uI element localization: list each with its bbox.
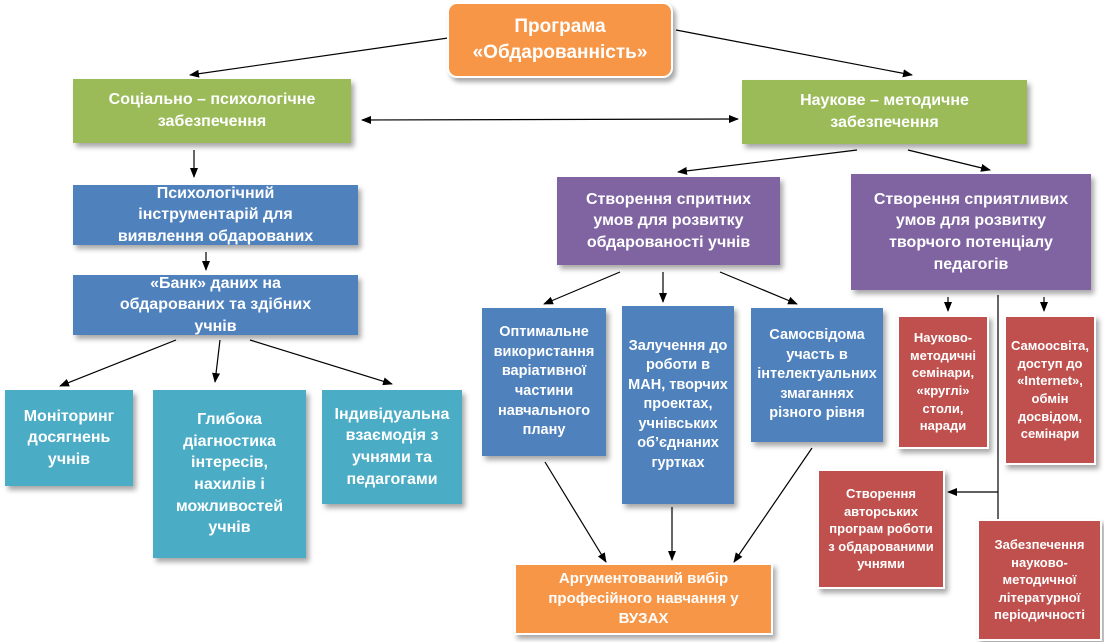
psy-tools-box: Психологічний інструментарій для виявлен… (73, 185, 358, 245)
program-title-box: Програма «Обдарованність» (447, 2, 673, 78)
individual-label: Індивідуальна взаємодія з учнями та педа… (334, 405, 450, 488)
scientific-support-label: Наукове – методичне забезпечення (800, 92, 969, 131)
arrow-social-scientific (361, 115, 739, 124)
data-bank-label: «Банк» даних на обдарованих та здібних у… (119, 275, 312, 335)
monitoring-box: Моніторинг досягнень учнів (5, 390, 133, 486)
author-programs-box: Створення авторських програм роботи з об… (817, 469, 945, 589)
arrow-students-optimal (543, 271, 621, 305)
student-conditions-label: Створення спритних умов для розвитку обд… (586, 190, 751, 251)
man-involvement-box: Залучення до роботи в МАН, творчих проек… (622, 306, 734, 504)
competitions-label: Самосвідома участь в інтелектуальних зма… (757, 327, 877, 422)
self-education-box: Самоосвіта, доступ до «Internet», обмін … (1004, 315, 1096, 465)
social-support-label: Соціально – психологічне забезпечення (108, 91, 316, 130)
literature-box: Забезпечення науково-методичної літерату… (977, 519, 1102, 641)
career-choice-box: Аргументований вибір професійного навчан… (514, 563, 773, 635)
scientific-support-box: Наукове – методичне забезпечення (742, 80, 1027, 144)
arrow-databank-individual (249, 339, 393, 386)
self-education-label: Самоосвіта, доступ до «Internet», обмін … (1011, 338, 1089, 442)
diagnostics-box: Глибока діагностика інтересів, нахилів і… (153, 390, 306, 558)
program-title: Програма «Обдарованність» (472, 16, 648, 63)
author-programs-label: Створення авторських програм роботи з об… (828, 486, 934, 572)
career-choice-label: Аргументований вибір професійного навчан… (548, 569, 739, 628)
optimal-use-label: Оптимальне використання варіативної част… (493, 324, 595, 439)
competitions-box: Самосвідома участь в інтелектуальних зма… (751, 308, 883, 442)
man-involvement-label: Залучення до роботи в МАН, творчих проек… (628, 337, 728, 471)
seminars-label: Науково-методичні семінари, «круглі» сто… (910, 330, 976, 434)
arrow-optimal-career (544, 461, 607, 563)
monitoring-label: Моніторинг досягнень учнів (23, 407, 115, 468)
arrow-root-scientific (675, 29, 913, 78)
teacher-conditions-box: Створення сприятливих умов для розвитку … (851, 174, 1091, 290)
arrow-scientific-students (677, 149, 858, 175)
social-support-box: Соціально – психологічне забезпечення (73, 79, 351, 143)
data-bank-box: «Банк» даних на обдарованих та здібних у… (73, 275, 358, 335)
arrow-scientific-teachers (907, 149, 991, 172)
individual-box: Індивідуальна взаємодія з учнями та педа… (322, 390, 462, 504)
arrow-databank-diagnostics (212, 339, 221, 383)
arrow-databank-monitoring (59, 339, 177, 387)
diagnostics-label: Глибока діагностика інтересів, нахилів і… (175, 411, 284, 537)
literature-label: Забезпечення науково-методичної літерату… (993, 537, 1086, 623)
student-conditions-box: Створення спритних умов для розвитку обд… (557, 177, 780, 265)
seminars-box: Науково-методичні семінари, «круглі» сто… (897, 315, 989, 449)
optimal-use-box: Оптимальне використання варіативної част… (482, 308, 606, 456)
arrow-competitions-career (733, 447, 813, 563)
psy-tools-label: Психологічний інструментарій для виявлен… (117, 185, 314, 245)
arrow-students-competitions (719, 271, 798, 305)
arrow-root-social (189, 37, 449, 78)
teacher-conditions-label: Створення сприятливих умов для розвитку … (873, 190, 1069, 273)
